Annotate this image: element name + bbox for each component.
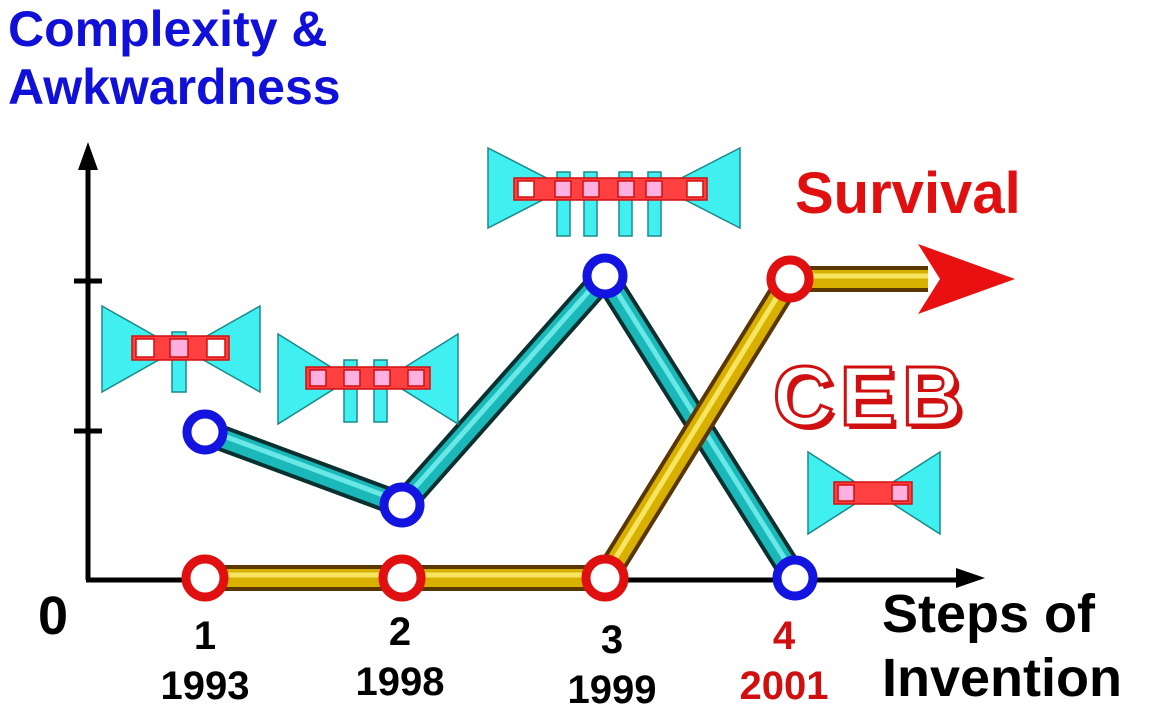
device-illustration-2 [277, 332, 459, 426]
device-illustration-4 [807, 450, 941, 536]
complexity-markers [182, 253, 818, 601]
step-label-4: 4 2001 [724, 614, 844, 708]
survival-markers [181, 255, 814, 602]
step-year: 2001 [739, 664, 829, 708]
x-axis-arrow [956, 568, 985, 588]
step-number: 2 [388, 610, 412, 654]
x-axis-label-line2: Invention [882, 648, 1122, 708]
step-number: 4 [772, 614, 796, 658]
complexity-marker-3 [582, 253, 628, 299]
step-year: 1999 [567, 668, 657, 712]
step-label-2: 2 1998 [340, 610, 460, 704]
step-number: 3 [600, 618, 624, 662]
survival-arrowhead [918, 244, 1015, 314]
step-label-1: 1 1993 [145, 614, 265, 708]
x-axis-label-line1: Steps of [882, 584, 1096, 644]
y-axis-label-line2: Awkwardness [8, 59, 341, 115]
y-axis-arrow [78, 142, 98, 170]
survival-label: Survival [795, 161, 1021, 226]
complexity-marker-2 [379, 482, 425, 528]
step-year: 1993 [160, 664, 250, 708]
device-illustration-1 [101, 304, 261, 394]
device-illustration-3 [487, 146, 741, 237]
y-axis-label: Complexity & Awkwardness [8, 0, 341, 116]
step-year: 1998 [355, 660, 445, 704]
survival-marker-3 [581, 554, 629, 602]
origin-label: 0 [38, 586, 69, 646]
complexity-marker-1 [182, 409, 228, 455]
x-axis-label: Steps of Invention [882, 582, 1122, 710]
survival-marker-2 [378, 554, 426, 602]
step-number: 1 [193, 614, 217, 658]
complexity-marker-4 [772, 555, 818, 601]
y-axis-label-line1: Complexity & [8, 1, 328, 57]
survival-marker-4 [766, 255, 814, 303]
step-label-3: 3 1999 [552, 618, 672, 712]
survival-marker-1 [181, 554, 229, 602]
ceb-label: CEB [771, 348, 969, 445]
